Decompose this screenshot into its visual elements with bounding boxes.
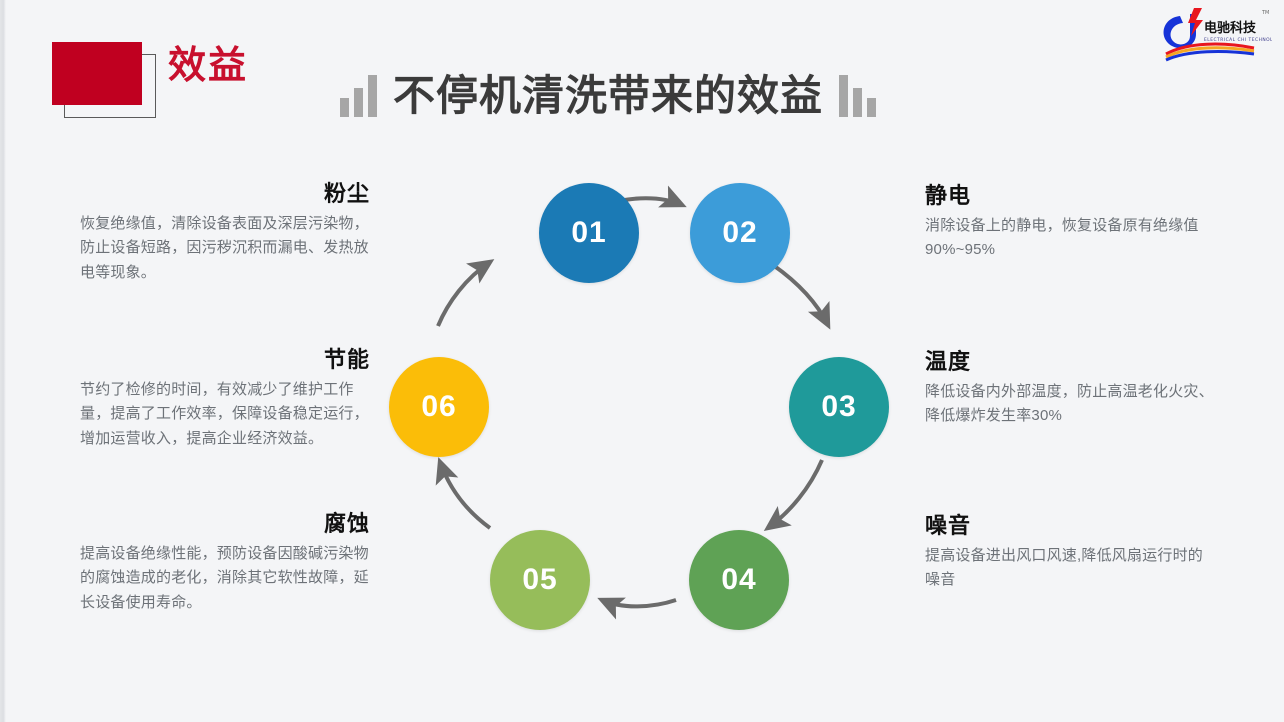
cycle-node-05-label: 05 xyxy=(522,563,558,596)
benefit-corrosion-heading: 腐蚀 xyxy=(323,511,370,536)
arrow-02-to-03 xyxy=(771,263,831,330)
benefit-block-energy: 节能 节约了检修的时间，有效减少了维护工作量，提高了工作效率，保障设备稳定运行，… xyxy=(80,347,370,451)
cycle-node-01-label: 01 xyxy=(571,216,607,249)
benefit-noise-body: 提高设备进出风口风速,降低风扇运行时的噪音 xyxy=(925,547,1203,589)
arrow-03-to-04 xyxy=(763,459,824,532)
cycle-node-03[interactable]: 03 xyxy=(789,357,889,457)
page-title-row: 不停机清洗带来的效益 xyxy=(340,68,877,124)
cycle-node-04-label: 04 xyxy=(721,563,757,596)
arrow-05-to-06 xyxy=(435,457,492,530)
arrow-04-to-05 xyxy=(597,597,677,620)
section-badge-label: 效益 xyxy=(168,45,249,87)
cycle-node-04[interactable]: 04 xyxy=(689,530,789,630)
bar-chart-descending-icon xyxy=(839,75,877,117)
cycle-node-06[interactable]: 06 xyxy=(389,357,489,457)
benefit-dust-heading: 粉尘 xyxy=(323,181,370,206)
cycle-node-02-label: 02 xyxy=(722,216,758,249)
benefit-corrosion-body: 提高设备绝缘性能，预防设备因酸碱污染物的腐蚀造成的老化，消除其它软性故障，延长设… xyxy=(80,545,369,611)
benefit-energy-heading: 节能 xyxy=(323,347,370,372)
benefit-dust-body: 恢复绝缘值，清除设备表面及深层污染物，防止设备短路，因污秽沉积而漏电、发热放电等… xyxy=(80,215,369,281)
cycle-arrows xyxy=(435,185,831,620)
cycle-node-06-label: 06 xyxy=(421,390,457,423)
benefit-block-temperature: 温度 降低设备内外部温度，防止高温老化火灾、降低爆炸发生率30% xyxy=(925,349,1215,429)
logo-tm-mark: TM xyxy=(1261,10,1269,16)
benefit-noise-heading: 噪音 xyxy=(925,513,972,538)
cycle-node-03-label: 03 xyxy=(821,390,857,423)
page-title: 不停机清洗带来的效益 xyxy=(393,72,824,119)
bar-chart-ascending-icon xyxy=(340,75,377,117)
benefit-temperature-heading: 温度 xyxy=(925,349,972,374)
benefit-energy-body: 节约了检修的时间，有效减少了维护工作量，提高了工作效率，保障设备稳定运行，增加运… xyxy=(80,381,369,447)
benefit-temperature-body: 降低设备内外部温度，防止高温老化火灾、降低爆炸发生率30% xyxy=(925,383,1214,425)
badge-filled-square xyxy=(52,42,142,105)
benefit-block-static: 静电 消除设备上的静电，恢复设备原有绝缘值90%~95% xyxy=(925,183,1215,263)
benefit-block-corrosion: 腐蚀 提高设备绝缘性能，预防设备因酸碱污染物的腐蚀造成的老化，消除其它软性故障，… xyxy=(80,511,370,615)
cycle-node-02[interactable]: 02 xyxy=(690,183,790,283)
company-logo: 电驰科技 ELECTRICAL CHI TECHNOLOGY TM xyxy=(1150,4,1272,62)
arrow-06-to-01 xyxy=(436,259,495,327)
benefit-block-noise: 噪音 提高设备进出风口风速,降低风扇运行时的噪音 xyxy=(925,513,1215,593)
benefit-static-body: 消除设备上的静电，恢复设备原有绝缘值90%~95% xyxy=(925,217,1199,259)
benefit-static-heading: 静电 xyxy=(925,183,972,208)
cycle-diagram: 01 02 03 04 05 06 xyxy=(370,160,910,660)
cycle-node-01[interactable]: 01 xyxy=(539,183,639,283)
section-badge xyxy=(52,42,156,118)
benefit-block-dust: 粉尘 恢复绝缘值，清除设备表面及深层污染物，防止设备短路，因污秽沉积而漏电、发热… xyxy=(80,181,370,285)
logo-graphic: 电驰科技 ELECTRICAL CHI TECHNOLOGY TM xyxy=(1163,8,1272,62)
cycle-node-05[interactable]: 05 xyxy=(490,530,590,630)
page-left-edge xyxy=(0,0,6,722)
svg-text:电驰科技: 电驰科技 xyxy=(1204,20,1257,36)
svg-text:ELECTRICAL CHI TECHNOLOGY: ELECTRICAL CHI TECHNOLOGY xyxy=(1204,37,1272,43)
